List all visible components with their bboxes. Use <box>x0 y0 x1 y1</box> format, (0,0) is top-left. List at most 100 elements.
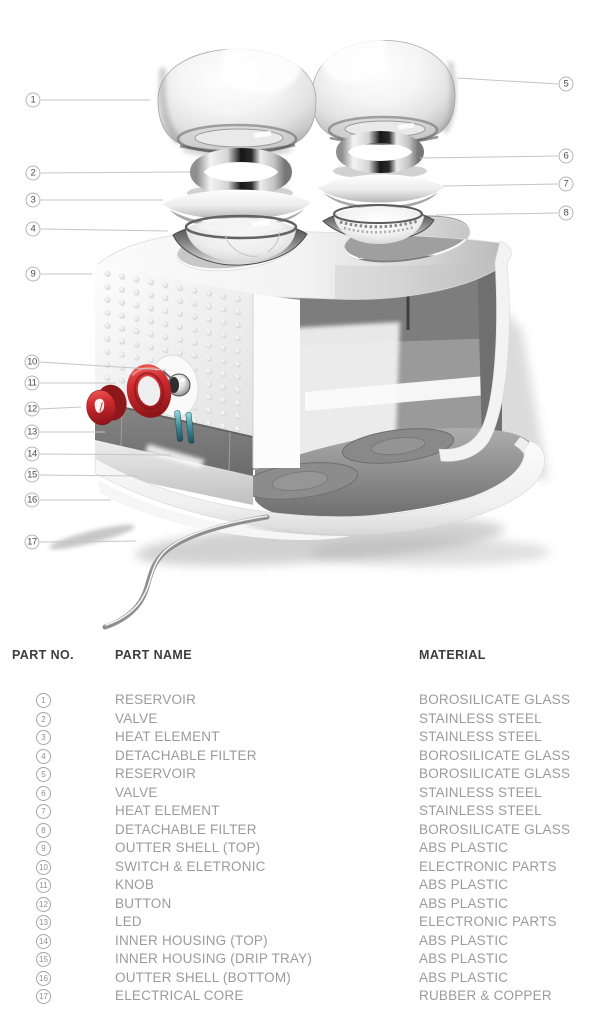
callout-leader-lines <box>39 77 559 543</box>
part-number-badge: 8 <box>36 822 51 838</box>
part-number-badge: 3 <box>36 730 51 745</box>
part-name: BUTTON <box>115 895 172 911</box>
part-material: STAINLESS STEEL <box>419 803 542 818</box>
callout-8: 8 <box>558 205 574 221</box>
part-row: 2 VALVE STAINLESS STEEL <box>0 710 600 729</box>
part-row: 5 RESERVOIR BOROSILICATE GLASS <box>0 765 600 784</box>
part-row: 13 LED ELECTRONIC PARTS <box>0 913 600 932</box>
part-row: 15 INNER HOUSING (DRIP TRAY) ABS PLASTIC <box>0 950 600 969</box>
callout-15: 15 <box>24 467 40 483</box>
part-row: 16 OUTTER SHELL (BOTTOM) ABS PLASTIC <box>0 969 600 988</box>
part-name: RESERVOIR <box>115 766 197 781</box>
part-material: ABS PLASTIC <box>419 877 509 892</box>
product-illustration <box>49 22 550 630</box>
detachable-filter-left <box>172 214 308 266</box>
reservoir-left <box>157 30 317 157</box>
part-name: HEAT ELEMENT <box>115 729 220 744</box>
part-material: ELECTRONIC PARTS <box>419 858 557 874</box>
part-number-badge: 4 <box>36 748 51 764</box>
callout-2: 2 <box>25 165 41 181</box>
part-number-badge: 7 <box>36 804 51 819</box>
part-material: BOROSILICATE GLASS <box>419 747 571 763</box>
part-number-badge: 5 <box>36 767 51 782</box>
part-material: STAINLESS STEEL <box>419 729 542 744</box>
part-material: STAINLESS STEEL <box>419 784 542 800</box>
part-material: ABS PLASTIC <box>419 951 509 966</box>
part-row: 7 HEAT ELEMENT STAINLESS STEEL <box>0 802 600 821</box>
part-number-badge: 2 <box>36 711 51 727</box>
part-material: ABS PLASTIC <box>419 969 509 985</box>
button <box>86 384 127 426</box>
detachable-filter-right <box>322 204 435 244</box>
part-name: OUTTER SHELL (TOP) <box>115 840 261 855</box>
part-material: STAINLESS STEEL <box>419 710 542 726</box>
part-row: 6 VALVE STAINLESS STEEL <box>0 784 600 803</box>
part-row: 9 OUTTER SHELL (TOP) ABS PLASTIC <box>0 839 600 858</box>
heat-element-right <box>318 174 444 210</box>
led-indicators <box>174 410 195 444</box>
callout-10: 10 <box>24 354 40 370</box>
outer-shell-top <box>94 216 512 468</box>
part-number-badge: 6 <box>36 785 51 801</box>
part-name: VALVE <box>115 710 158 726</box>
callout-16: 16 <box>24 492 40 508</box>
reservoir-right <box>311 22 457 145</box>
part-name: KNOB <box>115 877 155 892</box>
callout-17: 17 <box>24 534 40 550</box>
power-switch <box>162 370 191 397</box>
part-number-badge: 16 <box>36 970 51 986</box>
power-cord <box>102 514 270 630</box>
part-row: 8 DETACHABLE FILTER BOROSILICATE GLASS <box>0 821 600 840</box>
part-material: ABS PLASTIC <box>419 895 509 911</box>
part-row: 4 DETACHABLE FILTER BOROSILICATE GLASS <box>0 747 600 766</box>
part-material: BOROSILICATE GLASS <box>419 821 571 837</box>
part-number-badge: 17 <box>36 989 51 1004</box>
part-number-badge: 12 <box>36 896 51 912</box>
part-material: RUBBER & COPPER <box>419 988 552 1003</box>
callout-9: 9 <box>25 266 41 282</box>
part-number-badge: 1 <box>36 693 51 708</box>
parts-table-header: PART NO. PART NAME MATERIAL <box>0 648 600 664</box>
part-number-badge: 9 <box>36 841 51 856</box>
part-number-badge: 14 <box>36 933 51 949</box>
callout-6: 6 <box>558 148 574 164</box>
part-name: INNER HOUSING (DRIP TRAY) <box>115 951 313 966</box>
callout-13: 13 <box>24 424 40 440</box>
valve-right <box>333 131 427 179</box>
part-material: BOROSILICATE GLASS <box>419 766 571 781</box>
col-header-material: MATERIAL <box>419 648 486 662</box>
part-material: ELECTRONIC PARTS <box>419 914 557 929</box>
callout-14: 14 <box>24 446 40 462</box>
part-row: 12 BUTTON ABS PLASTIC <box>0 895 600 914</box>
part-name: OUTTER SHELL (BOTTOM) <box>115 969 291 985</box>
part-name: VALVE <box>115 784 158 800</box>
callout-12: 12 <box>24 401 40 417</box>
col-header-part-name: PART NAME <box>115 648 192 662</box>
part-name: DETACHABLE FILTER <box>115 747 257 763</box>
part-row: 11 KNOB ABS PLASTIC <box>0 876 600 895</box>
part-name: INNER HOUSING (TOP) <box>115 932 268 948</box>
part-number-badge: 11 <box>36 878 51 893</box>
part-name: SWITCH & ELETRONIC <box>115 858 266 874</box>
part-name: DETACHABLE FILTER <box>115 821 257 837</box>
part-number-badge: 13 <box>36 915 51 930</box>
callout-7: 7 <box>558 176 574 192</box>
callout-11: 11 <box>24 375 40 391</box>
part-number-badge: 15 <box>36 952 51 967</box>
part-name: LED <box>115 914 142 929</box>
part-name: RESERVOIR <box>115 692 197 707</box>
part-material: BOROSILICATE GLASS <box>419 692 571 707</box>
callout-5: 5 <box>558 76 574 92</box>
part-material: ABS PLASTIC <box>419 840 509 855</box>
drip-tray <box>95 437 535 516</box>
part-material: ABS PLASTIC <box>419 932 509 948</box>
part-row: 1 RESERVOIR BOROSILICATE GLASS <box>0 691 600 710</box>
callout-3: 3 <box>25 192 41 208</box>
col-header-part-no: PART NO. <box>12 648 74 662</box>
part-row: 3 HEAT ELEMENT STAINLESS STEEL <box>0 728 600 747</box>
part-name: HEAT ELEMENT <box>115 803 220 818</box>
